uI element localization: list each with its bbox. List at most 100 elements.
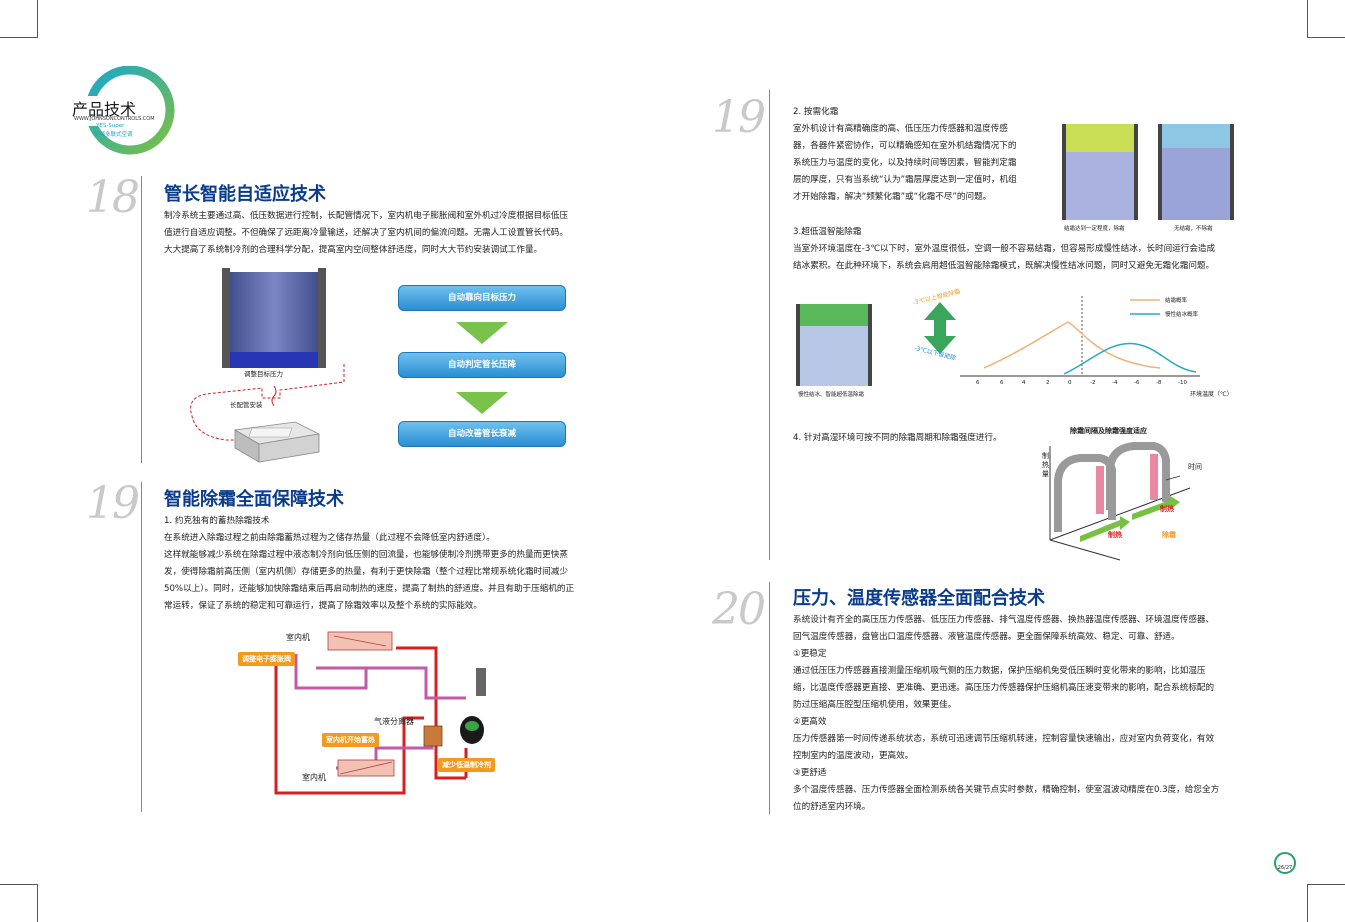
defrost-defrost-label: 除霜 <box>1162 531 1176 539</box>
tick-label: 6 <box>1000 380 1004 386</box>
body-line: 压力传感器第一时间传递系统状态，系统可迅速调节压缩机转速，控制容量快速输出，应对… <box>793 734 1215 744</box>
tick-label: -8 <box>1156 380 1162 386</box>
tick-label: 0 <box>1068 380 1072 386</box>
pipe-dashed-line <box>190 364 345 441</box>
coil-frosted-image <box>1062 124 1138 220</box>
tag-reduce-refrigerant: 减少低温制冷剂 <box>438 758 495 772</box>
defrost-diagram-title: 除霜间隔及除霜强度适应 <box>1070 427 1147 435</box>
body-line: 50%以上）。同时，还能够加快除霜结束后再启动制热的速度，提高了制热的舒适度。并… <box>164 584 575 594</box>
page-number: 26/27 <box>1277 865 1293 871</box>
crop-mark-tr <box>1307 0 1345 38</box>
body-line: 这样就能够减少系统在除霜过程中液态制冷剂向低压侧的回流量，也能够使制冷剂携带更多… <box>164 550 568 560</box>
section-20-number: 20 <box>712 584 766 635</box>
section-19-number: 19 <box>86 478 140 529</box>
tick-label: 4 <box>1022 380 1026 386</box>
coil-clear-image <box>1158 124 1234 220</box>
diagram-separator: 气液分离器 <box>374 717 414 726</box>
section-19-title: 智能除霜全面保障技术 <box>164 489 344 510</box>
body-line: 器，各器件紧密协作，可以精确感知在室外机结霜情况下的 <box>793 141 1017 151</box>
section-20-title: 压力、温度传感器全面配合技术 <box>793 588 1045 609</box>
body-line: 才开始除霜，解决“频繁化霜”或“化霜不尽”的问题。 <box>793 192 992 202</box>
brand-sub2: 变频多联式空调 <box>94 132 133 138</box>
tick-label: -2 <box>1090 380 1096 386</box>
diagram-indoor-bottom: 室内机 <box>302 773 326 782</box>
crop-mark-bl <box>0 884 38 922</box>
tick-label: 2 <box>1046 380 1050 386</box>
frost-probability-chart <box>960 296 1200 377</box>
body-line: 控制室内的温度波动，更高效。 <box>793 751 914 761</box>
crop-mark-tl <box>0 0 38 38</box>
body-line: 值进行自适应调整。不但确保了远距离冷量输送，还解决了室内机间的偏流问题。无需人工… <box>164 228 568 238</box>
tag-adjust-valve: 调整电子膨胀阀 <box>238 652 295 666</box>
body-line: 制冷系统主要通过高、低压数据进行控制，长配管情况下，室内机电子膨胀阀和室外机过冷… <box>164 211 568 221</box>
body-line: 层的厚度，只有当系统“认为”霜层厚度达到一定值时，机组 <box>793 175 1017 185</box>
body-line: 结冰累积。在此种环境下，系统会启用超低温智能除霜模式，既解决慢性结冰问题，同时又… <box>793 261 1215 271</box>
legend-frost: 结霜概率 <box>1165 298 1188 304</box>
right-19-number: 19 <box>712 92 766 143</box>
right-19-sub2-body: 2. 按需化霜 室外机设计有高精确度的高、低压压力传感器和温度传感 器，各器件紧… <box>793 104 1017 206</box>
body-line: 多个温度传感器、压力传感器全面检测系统各关键节点实时参数，精确控制，使室温波动精… <box>793 785 1220 795</box>
brand-url: WWW.JOHNSONCONTROLS.COM <box>74 116 155 122</box>
coil-lowtemp-image <box>796 304 872 386</box>
body-line: 常运转，保证了系统的稳定和可靠运行，提高了除霜效率以及整个系统的实际能效。 <box>164 601 482 611</box>
body-subtitle: 1. 约克独有的蓄热除霜技术 <box>164 516 270 526</box>
right-19-sub3-body: 3.超低温智能除霜 当室外环境温度在-3℃以下时，室外温度很低，空调一般不容易结… <box>793 224 1215 275</box>
chart-x-title: 环境温度（℃） <box>1190 391 1233 398</box>
body-line: 位的舒适室内环境。 <box>793 802 871 812</box>
section-20-divider <box>769 582 770 814</box>
body-line: 系统压力与温度的变化，以及持续时间等因素，智能判定霜 <box>793 158 1017 168</box>
coil-c-label: 慢性结冰、智能超低温除霜 <box>798 392 865 398</box>
coil-figure <box>222 268 326 372</box>
body-line: 发，使得除霜前高压侧（室内机侧）存储更多的热量，有利于更快除霜（整个过程比常规系… <box>164 567 568 577</box>
brand-ring-icon <box>62 65 175 155</box>
section-18-title: 管长智能自适应技术 <box>164 184 326 205</box>
body-line: 在系统进入除霜过程之前由除霜蓄热过程为之储存热量（此过程不会降低室内舒适度）。 <box>164 533 495 543</box>
coil-b-label: 无结霜，不除霜 <box>1174 226 1213 232</box>
flow-arrow-2-icon <box>456 392 508 414</box>
body-line: ①更稳定 <box>793 649 827 659</box>
flow-step-3: 自动改善管长衰减 <box>398 421 566 447</box>
defrost-time-label: 时间 <box>1188 463 1202 471</box>
body-subtitle: 3.超低温智能除霜 <box>793 227 862 237</box>
body-subtitle: 2. 按需化霜 <box>793 107 839 117</box>
defrost-cycle-diagram <box>1049 442 1191 561</box>
body-line: ③更舒适 <box>793 768 827 778</box>
tick-label: 6 <box>976 380 980 386</box>
section-20-body: 系统设计有齐全的高压压力传感器、低压压力传感器、排气温度传感器、换热器温度传感器… <box>793 612 1219 816</box>
body-line: 系统设计有齐全的高压压力传感器、低压压力传感器、排气温度传感器、换热器温度传感器… <box>793 615 1215 625</box>
chart-ticks: 6 6 4 2 0 -2 -4 -6 -8 -10 <box>974 380 1194 390</box>
brand-title: 产品技术 <box>72 100 137 119</box>
page-number-badge: 26/27 <box>1274 852 1296 874</box>
tick-label: -6 <box>1134 380 1140 386</box>
crop-mark-br <box>1307 884 1345 922</box>
section-18-number: 18 <box>86 172 140 223</box>
section-19-body: 1. 约克独有的蓄热除霜技术 在系统进入除霜过程之前由除霜蓄热过程为之储存热量（… <box>164 513 574 615</box>
tick-label: -4 <box>1112 380 1118 386</box>
body-line: 大大提高了系统制冷剂的合理科学分配，提高室内空间整体舒适度，同时大大节约安装调试… <box>164 245 543 255</box>
defrost-heat-label-1: 制热 <box>1160 505 1174 513</box>
defrost-heat-label-2: 制热 <box>1108 531 1122 539</box>
right-19-sub4: 4. 针对高湿环境可按不同的除霜周期和除霜强度进行。 <box>793 430 1002 447</box>
body-line: 回气温度传感器，盘管出口温度传感器、液管温度传感器。更全面保障系统高效、稳定、可… <box>793 632 1180 642</box>
brand-logo: 产品技术 WWW.JOHNSONCONTROLS.COM YES-Super 变… <box>62 65 177 156</box>
tick-label: -10 <box>1178 380 1187 386</box>
body-line: 当室外环境温度在-3℃以下时，室外温度很低，空调一般不容易结霜，但容易形成慢性结… <box>793 244 1216 254</box>
diagram-indoor-top: 室内机 <box>286 633 310 642</box>
section-18-body: 制冷系统主要通过高、低压数据进行控制，长配管情况下，室内机电子膨胀阀和室外机过冷… <box>164 208 568 259</box>
flow-arrow-1-icon <box>456 322 508 344</box>
body-subtitle: 4. 针对高湿环境可按不同的除霜周期和除霜强度进行。 <box>793 433 1002 443</box>
defrost-y-label: 制热量 <box>1042 452 1049 478</box>
updown-arrow-icon <box>924 302 956 354</box>
body-line: 防过压缩高压腔型压缩机使用，效果更佳。 <box>793 700 957 710</box>
body-line: 通过低压压力传感器直接测量压缩机吸气侧的压力数据，保护压缩机免受低压瞬时变化带来… <box>793 666 1206 676</box>
flow-step-2: 自动判定管长压降 <box>398 352 566 378</box>
brand-sub1: YES-Super <box>96 123 125 129</box>
section-19-divider <box>141 482 142 812</box>
flow-step-1: 自动靠向目标压力 <box>398 285 566 311</box>
body-line: 室外机设计有高精确度的高、低压压力传感器和温度传感 <box>793 124 1008 134</box>
section-18-divider <box>141 176 142 463</box>
body-line: ②更高效 <box>793 717 827 727</box>
fig-label-target: 调整目标压力 <box>244 370 283 378</box>
tag-start-storage: 室内机开始蓄热 <box>322 733 379 747</box>
right-19-divider <box>769 90 770 560</box>
